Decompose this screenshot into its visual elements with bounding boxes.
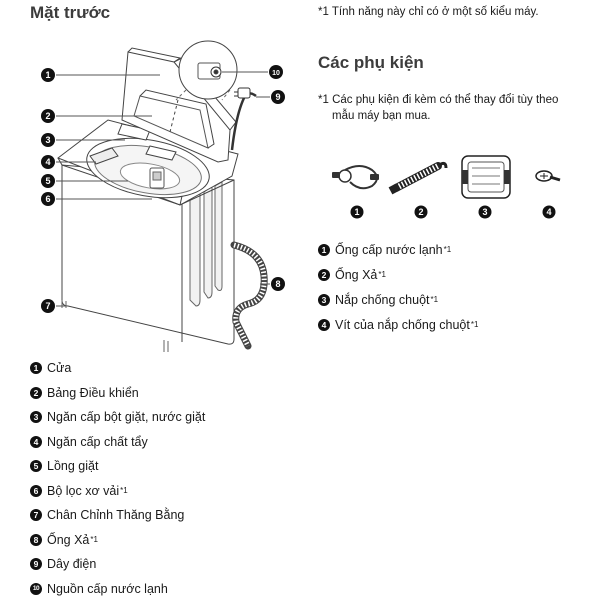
item-number-badge: 7 [30, 509, 42, 521]
item-label: Ống Xả [335, 268, 377, 282]
item-number-badge: 2 [30, 387, 42, 399]
accessory-screw-image: 4 [536, 171, 560, 219]
parts-list: 1 Cửa 2 Bảng Điều khiển 3 Ngăn cấp bột giặt… [30, 356, 206, 601]
item-number-badge: 3 [30, 411, 42, 423]
accessory-drain-hose-image: 2 [389, 163, 446, 218]
item-label: Vít của nắp chống chuột [335, 318, 470, 332]
list-item: 4 Vít của nắp chống chuột*1 [318, 312, 478, 337]
list-item: 8 Ống Xả*1 [30, 528, 206, 553]
footnote-marker: *1 [120, 486, 128, 495]
callout-1: 1 [41, 68, 55, 82]
callout-8: 8 [271, 277, 285, 291]
item-label: Cửa [47, 361, 71, 375]
callout-3-label: 3 [45, 135, 50, 145]
callout-7: 7 [41, 299, 55, 313]
callout-4-label: 4 [45, 157, 50, 167]
list-item: 2 Ống Xả*1 [318, 262, 478, 287]
list-item: 2 Bảng Điều khiển [30, 381, 206, 406]
list-item: 1 Ống cấp nước lạnh*1 [318, 237, 478, 262]
callout-3: 3 [41, 133, 55, 147]
item-number-badge: 1 [30, 362, 42, 374]
callout-6: 6 [41, 192, 55, 206]
item-number-badge: 1 [318, 244, 330, 256]
list-item: 6 Bộ lọc xơ vải*1 [30, 479, 206, 504]
footnote-marker: *1 [90, 535, 98, 544]
item-label: Dây điện [47, 557, 96, 571]
accessory-image-number-4: 4 [546, 207, 551, 217]
item-label: Nắp chống chuột [335, 293, 430, 307]
item-number-badge: 10 [30, 583, 42, 595]
list-item: 1 Cửa [30, 356, 206, 381]
accessory-image-number-1: 1 [354, 207, 359, 217]
item-label: Lồng giặt [47, 459, 98, 473]
item-number-badge: 4 [30, 436, 42, 448]
item-label: Ngăn cấp chất tẩy [47, 435, 148, 449]
callout-4: 4 [41, 155, 55, 169]
item-label: Bảng Điều khiển [47, 386, 139, 400]
item-label: Chân Chỉnh Thăng Bằng [47, 508, 184, 522]
item-number-badge: 3 [318, 294, 330, 306]
drain-hose-diagram [234, 245, 264, 346]
callout-7-label: 7 [45, 301, 50, 311]
list-item: 7 Chân Chỉnh Thăng Bằng [30, 503, 206, 528]
footnote-marker: *1 [471, 320, 479, 329]
item-number-badge: 6 [30, 485, 42, 497]
item-label: Bộ lọc xơ vải [47, 484, 119, 498]
callout-1-label: 1 [45, 70, 50, 80]
item-label: Ngăn cấp bột giặt, nước giặt [47, 410, 205, 424]
callout-9: 9 [271, 90, 285, 104]
item-number-badge: 4 [318, 319, 330, 331]
callout-2: 2 [41, 109, 55, 123]
accessory-rodent-cover-image: 3 [462, 156, 510, 219]
item-number-badge: 8 [30, 534, 42, 546]
item-number-badge: 2 [318, 269, 330, 281]
accessory-image-number-3: 3 [482, 207, 487, 217]
footnote-marker: *1 [378, 270, 386, 279]
callout-5-label: 5 [45, 176, 50, 186]
callout-5: 5 [41, 174, 55, 188]
list-item: 4 Ngăn cấp chất tẩy [30, 430, 206, 455]
footnote-marker: *1 [431, 295, 439, 304]
item-label: Ống cấp nước lạnh [335, 243, 443, 257]
item-label: Nguồn cấp nước lạnh [47, 582, 168, 596]
list-item: 9 Dây điện [30, 552, 206, 577]
power-cord [232, 88, 256, 150]
callout-10: 10 [269, 65, 283, 79]
callout-8-label: 8 [275, 279, 280, 289]
callout-6-label: 6 [45, 194, 50, 204]
list-item: 3 Ngăn cấp bột giặt, nước giặt [30, 405, 206, 430]
accessory-cold-water-hose-image: 1 [332, 166, 379, 219]
list-item: 3 Nắp chống chuột*1 [318, 287, 478, 312]
callout-2-label: 2 [45, 111, 50, 121]
item-number-badge: 9 [30, 558, 42, 570]
water-inlet-zoom [176, 41, 237, 100]
footnote-marker: *1 [444, 245, 452, 254]
accessory-image-number-2: 2 [418, 207, 423, 217]
item-number-badge: 5 [30, 460, 42, 472]
callout-9-label: 9 [275, 92, 280, 102]
list-item: 5 Lồng giặt [30, 454, 206, 479]
list-item: 10 Nguồn cấp nước lạnh [30, 577, 206, 601]
callout-10-label: 10 [272, 70, 280, 77]
item-label: Ống Xả [47, 533, 89, 547]
